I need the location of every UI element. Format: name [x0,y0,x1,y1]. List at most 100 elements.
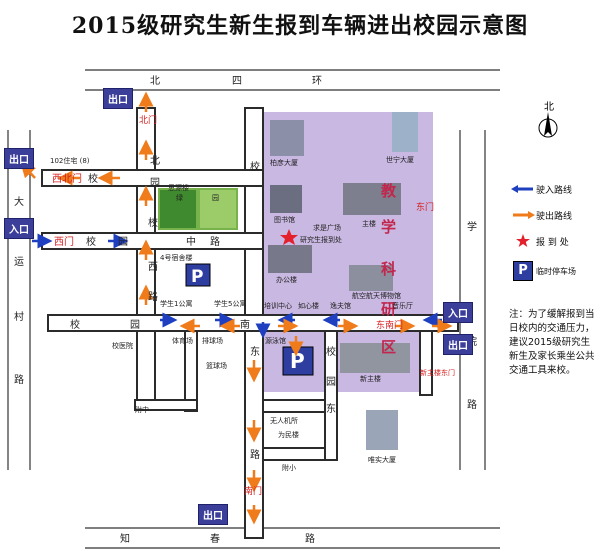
gate-north: 北门 [139,114,157,126]
garden-label-a: 绿 [176,193,183,202]
gate-new-main-east: 新主楼东门 [420,368,455,377]
label-football: 篮球场 [206,361,227,370]
campus-west-2: 西 [148,262,158,273]
road-south-1: 知 [120,532,130,545]
entry-west-box: 入口 [4,218,34,239]
east-vertical-3: 东 [326,402,336,415]
label-yifu: 逸夫馆 [330,301,351,310]
campus-south-1: 校 [70,318,80,331]
parking-legend-icon: P [513,261,533,281]
campus-north-1: 北 [150,155,160,167]
garden-label-b: 园 [212,194,219,202]
road-north-2: 四 [232,76,242,87]
road-left-1: 大 [14,195,24,208]
label-shining: 世宁大厦 [386,155,414,164]
outer-roads [7,69,500,549]
gate-west: 西门 [54,235,74,248]
teaching-char-5: 区 [381,338,396,356]
road-north-1: 北 [150,75,160,87]
gate-east: 东门 [416,201,434,213]
exit-east-box: 出口 [443,334,473,355]
label-arena: 排球场 [202,336,223,345]
campus-west-1: 校 [148,216,158,229]
label-new-main: 新主楼 [360,374,381,383]
legend-in-route: 驶入路线 [510,180,600,198]
gate-west-suffix-1: 校 [86,235,96,248]
legend-out-label: 驶出路线 [536,211,573,222]
teaching-char-3: 科 [381,260,396,278]
label-library: 图书馆 [274,215,295,224]
campus-east-3: 路 [250,448,260,461]
label-dorm4: 4号宿舍楼 [160,253,192,262]
label-fuxiao: 附小 [282,463,296,472]
label-dorm-102: 102住宅 (8) [50,156,90,165]
label-music-hall: 音乐厅 [392,301,413,310]
road-left-2: 运 [14,256,24,268]
building-photos [268,112,418,450]
road-south-2: 春 [210,533,220,545]
compass-label: 北 [544,101,554,113]
label-baixin: 柏彦大厦 [270,158,298,167]
road-right-3: 路 [467,398,477,411]
campus-west-3: 路 [148,290,158,303]
teaching-char-2: 学 [381,218,396,236]
east-vertical-1: 校 [326,345,336,358]
label-apartment5: 学生5公寓 [214,299,246,308]
campus-east-2: 东 [250,345,260,358]
label-aero-museum: 航空航天博物馆 [352,291,401,300]
registration-star-icon [280,229,298,245]
legend-parking: P 临时停车场 [510,261,600,281]
teaching-area-label: 教 学 科 研 区 [380,182,397,356]
road-left-3: 村 [14,310,24,323]
label-apartment1: 学生1公寓 [160,299,192,308]
label-fuzhong: 附中 [135,405,149,414]
teaching-char-4: 研 [381,300,396,318]
label-gym: 体育场 [172,336,193,345]
compass-icon [538,112,558,138]
label-yuanbo: 源泳馆 [265,336,286,345]
traffic-note: 注：为了缓解报到当日校内的交通压力，建议2015级研究生新生及家长乘坐公共交通工… [509,309,595,376]
east-vertical-2: 园 [326,376,336,388]
road-right-1: 学 [467,220,477,233]
gate-south: 南门 [244,485,262,497]
exit-northwest-box: 出口 [4,148,34,169]
legend-parking-label: 临时停车场 [536,266,576,276]
campus-mid-1: 中 [186,235,196,248]
legend-registration: 报 到 处 [510,232,600,250]
entry-east-box: 入口 [443,302,473,323]
road-north-3: 环 [312,76,322,87]
svg-text:P: P [191,267,203,287]
label-nanan: 唯实大厦 [368,455,396,464]
label-hospital: 校医院 [112,341,133,350]
campus-mid-2: 路 [210,235,220,248]
gate-southeast: 东南门 [376,319,403,331]
campus-east-1: 校 [250,160,260,173]
road-left-4: 路 [14,373,24,386]
gate-west-suffix-2: 园 [118,236,128,248]
out-arrow-icon [513,211,535,219]
teaching-char-1: 教 [380,182,397,200]
legend-in-label: 驶入路线 [536,185,573,196]
campus-north-2: 园 [150,177,160,189]
label-siyuan: 思源楼 [168,183,189,192]
gate-northwest: 西北门 [52,172,82,185]
label-training: 培训中心 [264,301,292,310]
label-weiming: 为民楼 [278,430,299,439]
label-main-building: 主楼 [362,219,376,228]
label-registration-square: 求是广场 [313,223,341,232]
label-wuren: 无人机所 [270,416,298,425]
legend-registration-label: 报 到 处 [536,237,569,248]
exit-north-box: 出口 [103,88,133,109]
label-zhixin: 如心楼 [298,301,319,310]
exit-south-box: 出口 [198,504,228,525]
star-icon [516,234,530,247]
in-arrow-icon [511,185,533,193]
road-south-3: 路 [305,532,315,545]
campus-south-3: 南 [240,318,250,331]
page-title: 2015级研究生新生报到车辆进出校园示意图 [71,13,529,39]
gate-northwest-suffix: 校 [88,172,98,185]
label-office: 办公楼 [276,275,297,284]
label-registration-desk: 研究生报到处 [300,235,342,244]
legend-out-route: 驶出路线 [510,206,600,224]
